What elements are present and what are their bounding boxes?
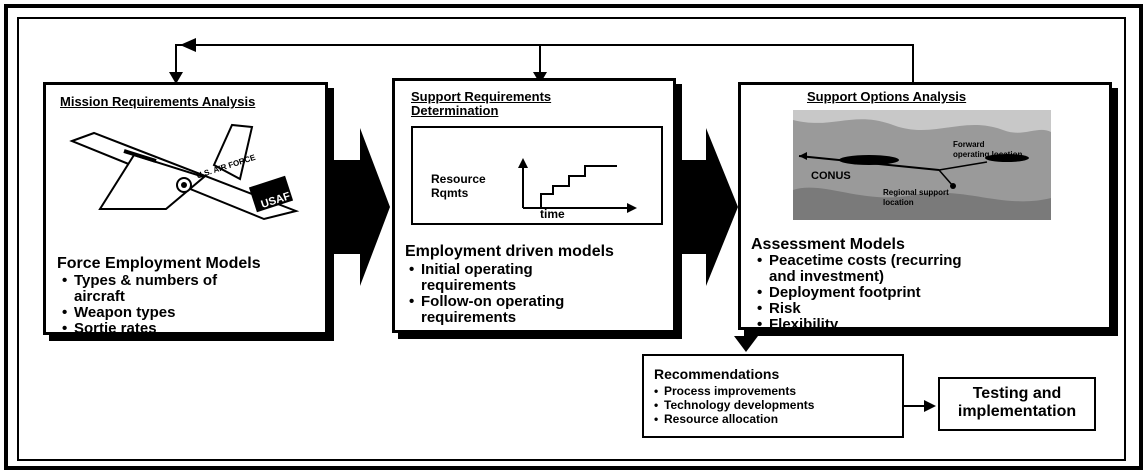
support-opt-title: Support Options Analysis (807, 89, 967, 104)
recommendations-list: Process improvements Technology developm… (654, 384, 894, 426)
feedback-arrowhead-left (169, 72, 183, 84)
list-item: Risk (755, 301, 1095, 318)
list-item: Resource allocation (654, 412, 894, 426)
feedback-arrowhead-top (180, 38, 196, 52)
list-item: Weapon types (60, 305, 320, 322)
mission-heading: Force Employment Models (57, 255, 261, 272)
testing-line2: implementation (957, 403, 1077, 420)
time-label: time (540, 207, 565, 221)
forward-location-label: Forward operating location (953, 140, 1023, 159)
support-opt-heading: Assessment Models (751, 236, 905, 253)
step-line (533, 165, 617, 209)
right-arrowhead (924, 400, 936, 412)
list-item: Follow-on operating requirements (407, 294, 626, 326)
recommendations-box: Recommendations Process improvements Tec… (642, 354, 904, 438)
support-requirements-box: Support Requirements Determination Resou… (392, 78, 676, 333)
list-item: Sortie rates (60, 321, 320, 338)
recommendations-heading: Recommendations (654, 366, 780, 382)
testing-box: Testing and implementation (938, 377, 1096, 431)
inner-frame (17, 17, 1126, 461)
support-req-list: Initial operating requirements Follow-on… (407, 262, 667, 326)
list-item: Process improvements (654, 384, 894, 398)
mission-list: Types & numbers of aircraft Weapon types… (60, 273, 320, 338)
route-line-forward (938, 161, 988, 171)
fighter-jet-image: USAF U.S. AIR FORCE (64, 115, 304, 227)
list-item: Peacetime costs (recurring and investmen… (755, 253, 979, 285)
deployment-map: CONUS Forward operating location Regiona… (793, 110, 1051, 220)
support-options-box: Support Options Analysis CONUS Forward o… (738, 82, 1112, 334)
step-plot (518, 158, 637, 213)
rqmts-label: Rqmts (431, 186, 469, 200)
regional-location-label: Regional support location (883, 188, 949, 207)
conus-label: CONUS (811, 170, 851, 182)
outer-frame (4, 4, 1143, 470)
support-req-title-line1: Support Requirements (411, 89, 552, 104)
down-arrowhead (734, 336, 758, 352)
list-item: Types & numbers of aircraft (60, 273, 254, 305)
list-item: Technology developments (654, 398, 894, 412)
mission-requirements-box: Mission Requirements Analysis USAF U.S. … (43, 82, 328, 338)
list-item-plain: Deployment footprint (755, 285, 1095, 302)
big-arrow-1 (330, 128, 390, 286)
map-graphics (793, 110, 1051, 220)
testing-line1: Testing and (972, 385, 1062, 402)
list-item: Initial operating requirements (407, 262, 611, 294)
resource-step-chart: Resource Rqmts time (411, 126, 663, 225)
big-arrow-2 (676, 128, 738, 286)
support-req-title-line2: Determination (411, 103, 499, 118)
mission-title: Mission Requirements Analysis (60, 94, 256, 109)
route-line-regional (938, 169, 954, 187)
resource-label: Resource (431, 172, 486, 186)
support-req-heading: Employment driven models (405, 243, 614, 260)
support-opt-list: Peacetime costs (recurring and investmen… (755, 253, 1095, 334)
list-item: Flexibility (755, 317, 1095, 334)
